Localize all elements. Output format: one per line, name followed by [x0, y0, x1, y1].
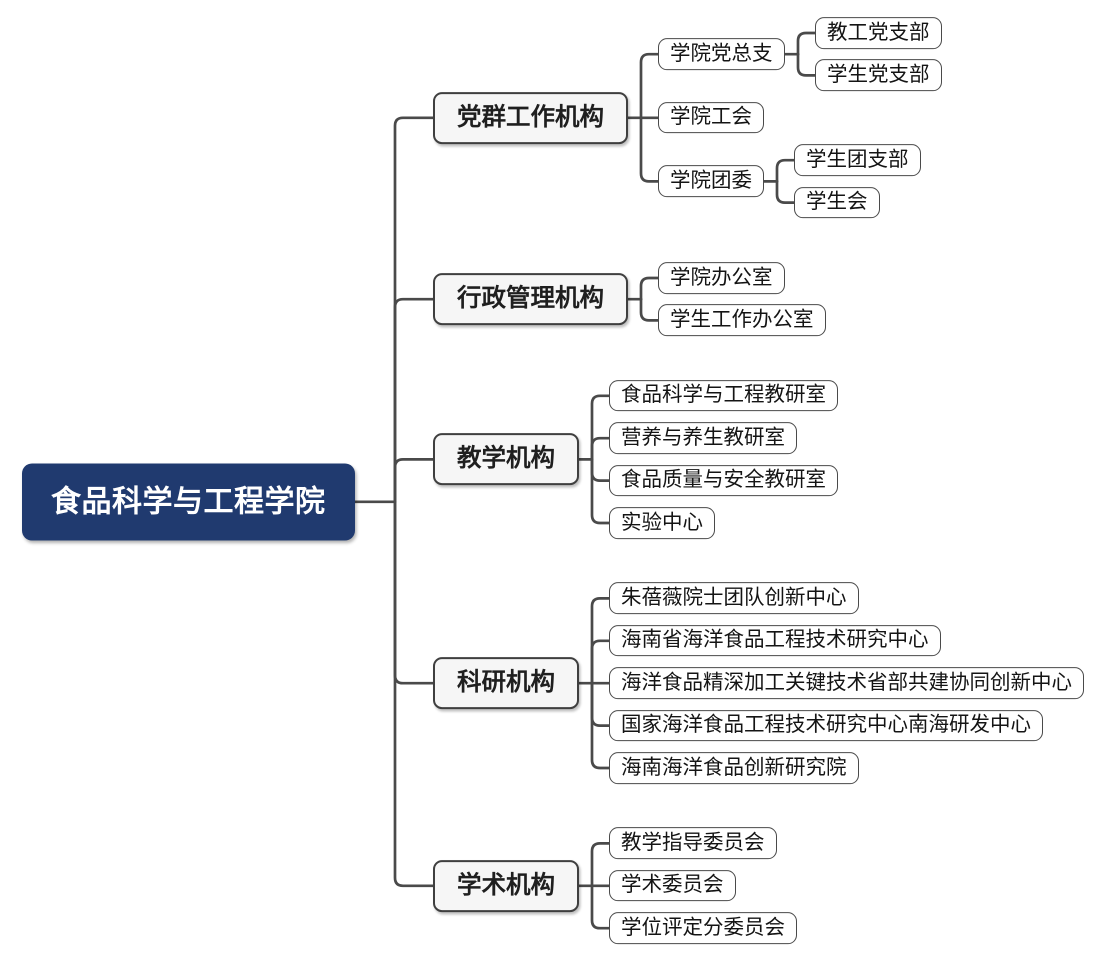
child-node: 学院党总支 [658, 38, 785, 71]
branch-node: 科研机构 [433, 657, 579, 710]
child-node: 学生团支部 [794, 144, 921, 177]
child-node: 海南省海洋食品工程技术研究中心 [609, 624, 941, 657]
child-node: 国家海洋食品工程技术研究中心南海研发中心 [609, 709, 1043, 742]
child-node: 教工党支部 [815, 17, 942, 49]
child-node: 食品质量与安全教研室 [609, 464, 838, 497]
child-node: 学术委员会 [609, 869, 736, 902]
child-node: 食品科学与工程教研室 [609, 379, 838, 412]
branch-node: 教学机构 [433, 433, 579, 486]
child-node: 学院办公室 [658, 262, 785, 294]
child-node: 朱蓓薇院士团队创新中心 [609, 582, 859, 615]
child-node: 海南海洋食品创新研究院 [609, 752, 859, 784]
root-node: 食品科学与工程学院 [22, 463, 355, 541]
child-node: 教学指导委员会 [609, 827, 777, 860]
child-node: 学生会 [794, 186, 880, 219]
child-node: 学院工会 [658, 101, 764, 134]
branch-node: 学术机构 [433, 859, 579, 912]
child-node: 学生工作办公室 [658, 304, 826, 337]
child-node: 海洋食品精深加工关键技术省部共建协同创新中心 [609, 667, 1084, 700]
branch-node: 行政管理机构 [433, 273, 628, 326]
child-node: 营养与养生教研室 [609, 422, 797, 455]
child-node: 学院团委 [658, 165, 764, 198]
branch-node: 党群工作机构 [433, 91, 628, 144]
child-node: 学生党支部 [815, 59, 942, 92]
child-node: 学位评定分委员会 [609, 912, 797, 945]
child-node: 实验中心 [609, 507, 715, 539]
